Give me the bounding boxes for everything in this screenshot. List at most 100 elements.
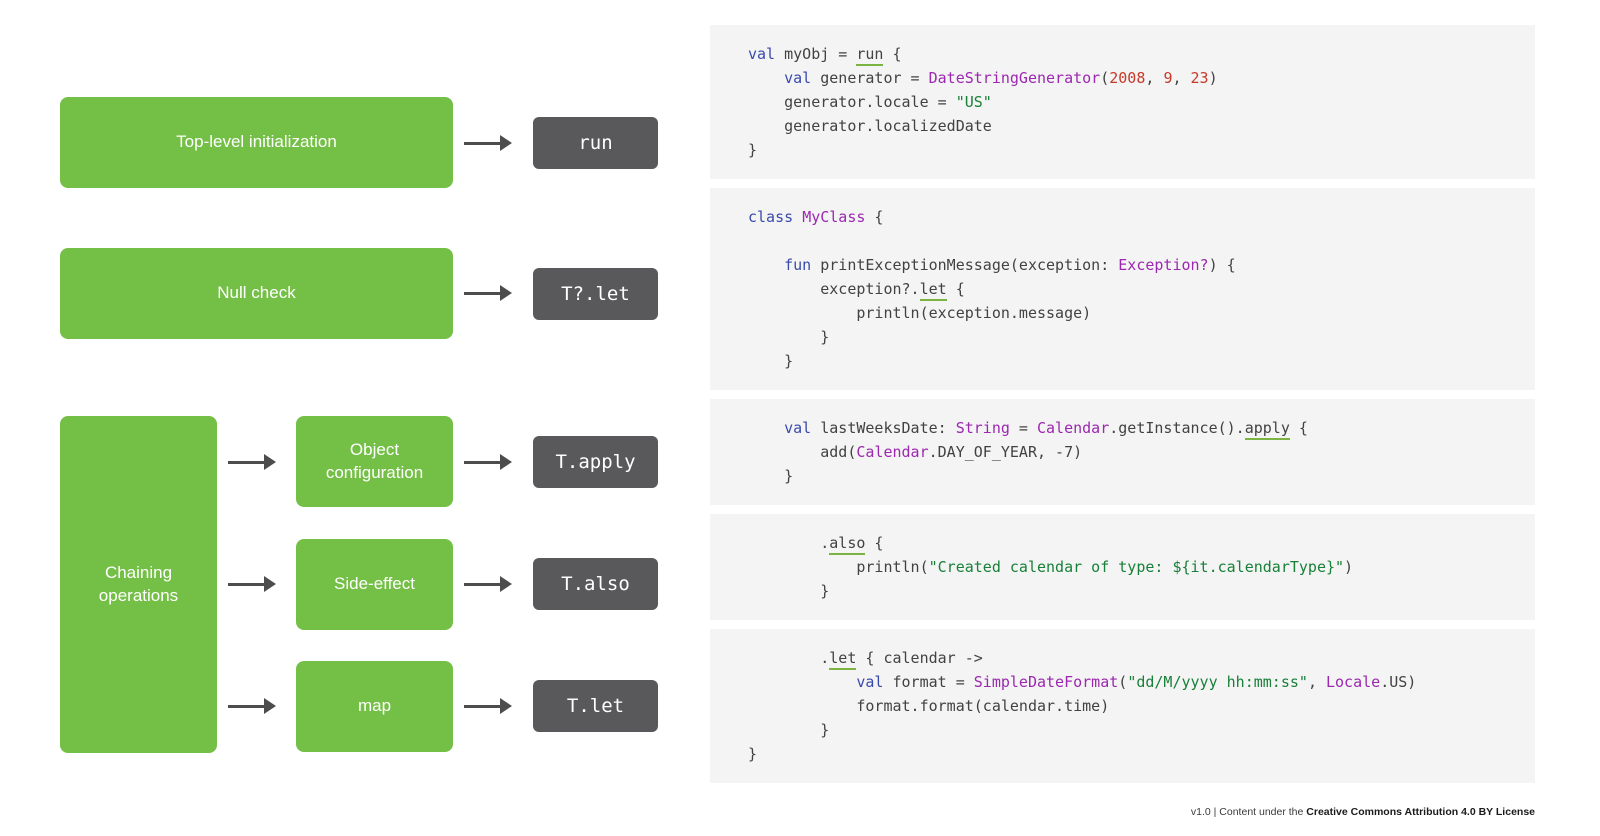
arrow-right-icon	[464, 135, 512, 151]
code-token: apply	[1244, 419, 1290, 440]
code-panel-also-example: .also { println("Created calendar of typ…	[710, 514, 1535, 620]
code-token: ,	[1145, 69, 1164, 87]
code-line: generator.localizedDate	[748, 114, 1515, 138]
func-box-run: run	[533, 117, 658, 169]
code-token: Calendar	[856, 443, 929, 461]
code-token: }	[748, 328, 830, 346]
code-token: {	[865, 208, 884, 226]
code-token: val	[748, 45, 776, 63]
code-panel-chain-let-example: .let { calendar -> val format = SimpleDa…	[710, 629, 1535, 783]
node-side-effect: Side-effect	[296, 539, 453, 630]
code-token: )	[1344, 558, 1354, 576]
code-line: }	[748, 325, 1515, 349]
code-token: )	[1208, 69, 1218, 87]
code-token: also	[829, 534, 866, 555]
node-map: map	[296, 661, 453, 752]
code-line: exception?.let {	[748, 277, 1515, 301]
code-token: fun	[784, 256, 812, 274]
node-chaining-operations: Chaining operations	[60, 416, 217, 753]
code-line: }	[748, 464, 1515, 488]
code-line: println("Created calendar of type: ${it.…	[748, 555, 1515, 579]
code-token: println(exception.message)	[748, 304, 1092, 322]
code-token	[748, 419, 784, 437]
code-token: .US)	[1380, 673, 1417, 691]
code-token: 9	[1163, 69, 1173, 87]
code-token: {	[865, 534, 884, 552]
code-panel-null-check-let-example: class MyClass { fun printExceptionMessag…	[710, 188, 1535, 390]
code-token: (	[1118, 673, 1128, 691]
arrow-right-icon	[464, 576, 512, 592]
code-token: let	[829, 649, 857, 670]
code-token: {	[1289, 419, 1308, 437]
code-line: }	[748, 742, 1515, 766]
code-line: generator.locale = "US"	[748, 90, 1515, 114]
code-token: }	[748, 141, 758, 159]
arrow-right-icon	[228, 576, 276, 592]
footer-version-text: v1.0 | Content under the	[1190, 806, 1307, 818]
code-line: val format = SimpleDateFormat("dd/M/yyyy…	[748, 670, 1515, 694]
arrow-right-icon	[228, 454, 276, 470]
code-token: println(	[748, 558, 929, 576]
code-token: String	[955, 419, 1010, 437]
arrow-right-icon	[464, 698, 512, 714]
code-panel-apply-example: val lastWeeksDate: String = Calendar.get…	[710, 399, 1535, 505]
code-line: println(exception.message)	[748, 301, 1515, 325]
code-token: val	[784, 69, 812, 87]
code-token: 23	[1190, 69, 1209, 87]
code-token: .	[748, 534, 830, 552]
code-token: let	[919, 280, 947, 301]
code-token: "US"	[955, 93, 992, 111]
code-token: ,	[1172, 69, 1191, 87]
code-token: {	[883, 45, 902, 63]
code-line: add(Calendar.DAY_OF_YEAR, -7)	[748, 440, 1515, 464]
code-token: format =	[883, 673, 974, 691]
code-token: run	[856, 45, 884, 66]
code-token: .DAY_OF_YEAR, -7)	[928, 443, 1083, 461]
func-box-t-apply: T.apply	[533, 436, 658, 488]
code-token: }	[748, 721, 830, 739]
code-token: format.format(calendar.time)	[748, 697, 1110, 715]
code-token: DateStringGenerator	[928, 69, 1101, 87]
node-top-level-initialization: Top-level initialization	[60, 97, 453, 188]
code-token: { calendar ->	[856, 649, 983, 667]
code-token: exception?.	[748, 280, 920, 298]
code-token: .	[748, 649, 830, 667]
code-token: {	[946, 280, 965, 298]
code-line: }	[748, 349, 1515, 373]
code-token	[748, 256, 784, 274]
code-token: generator =	[811, 69, 929, 87]
code-token: Exception?	[1118, 256, 1209, 274]
code-panels: val myObj = run { val generator = DateSt…	[710, 25, 1535, 792]
code-token: }	[748, 352, 794, 370]
node-object-configuration: Object configuration	[296, 416, 453, 507]
code-token: (	[1100, 69, 1110, 87]
code-token: }	[748, 745, 758, 763]
code-token: Locale	[1326, 673, 1381, 691]
code-token: }	[748, 582, 830, 600]
code-line: val generator = DateStringGenerator(2008…	[748, 66, 1515, 90]
code-token: val	[856, 673, 884, 691]
code-panel-run-example: val myObj = run { val generator = DateSt…	[710, 25, 1535, 179]
code-token: Calendar	[1037, 419, 1110, 437]
code-token: SimpleDateFormat	[973, 673, 1119, 691]
code-line	[748, 229, 1515, 253]
code-line: .also {	[748, 531, 1515, 555]
code-line: format.format(calendar.time)	[748, 694, 1515, 718]
code-token: add(	[748, 443, 857, 461]
code-token: ,	[1307, 673, 1326, 691]
code-token: printExceptionMessage(exception:	[811, 256, 1119, 274]
code-token: MyClass	[802, 208, 866, 226]
arrow-right-icon	[464, 454, 512, 470]
code-token: myObj =	[775, 45, 857, 63]
func-box-t-let: T.let	[533, 680, 658, 732]
code-token	[748, 673, 856, 691]
code-token: "Created calendar of type: ${it.calendar…	[928, 558, 1345, 576]
code-line: }	[748, 138, 1515, 162]
code-line: }	[748, 718, 1515, 742]
node-null-check: Null check	[60, 248, 453, 339]
code-token: lastWeeksDate:	[811, 419, 956, 437]
code-token	[748, 69, 784, 87]
code-line: fun printExceptionMessage(exception: Exc…	[748, 253, 1515, 277]
